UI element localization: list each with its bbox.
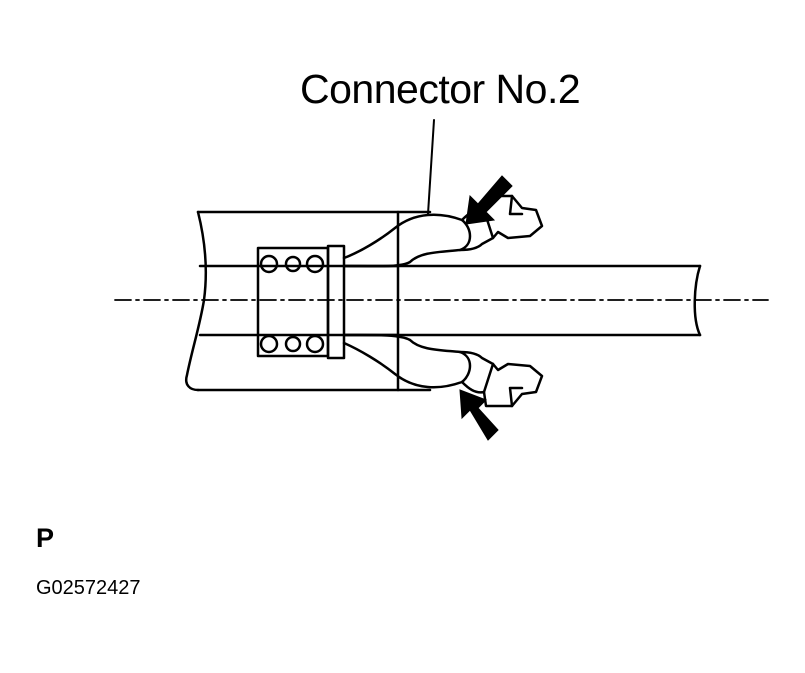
outer-housing [185, 210, 432, 392]
callout-leader [427, 119, 435, 215]
connector-label: Connector No.2 [300, 66, 581, 112]
pipe [342, 264, 702, 337]
connector-clip-upper [342, 194, 544, 268]
connector-clip-lower [342, 333, 544, 408]
arrow-icon [465, 175, 513, 225]
seal-housing [256, 244, 346, 360]
view-letter: P [36, 523, 55, 553]
figure-code: G02572427 [36, 577, 141, 599]
arrow-icon [459, 389, 499, 441]
